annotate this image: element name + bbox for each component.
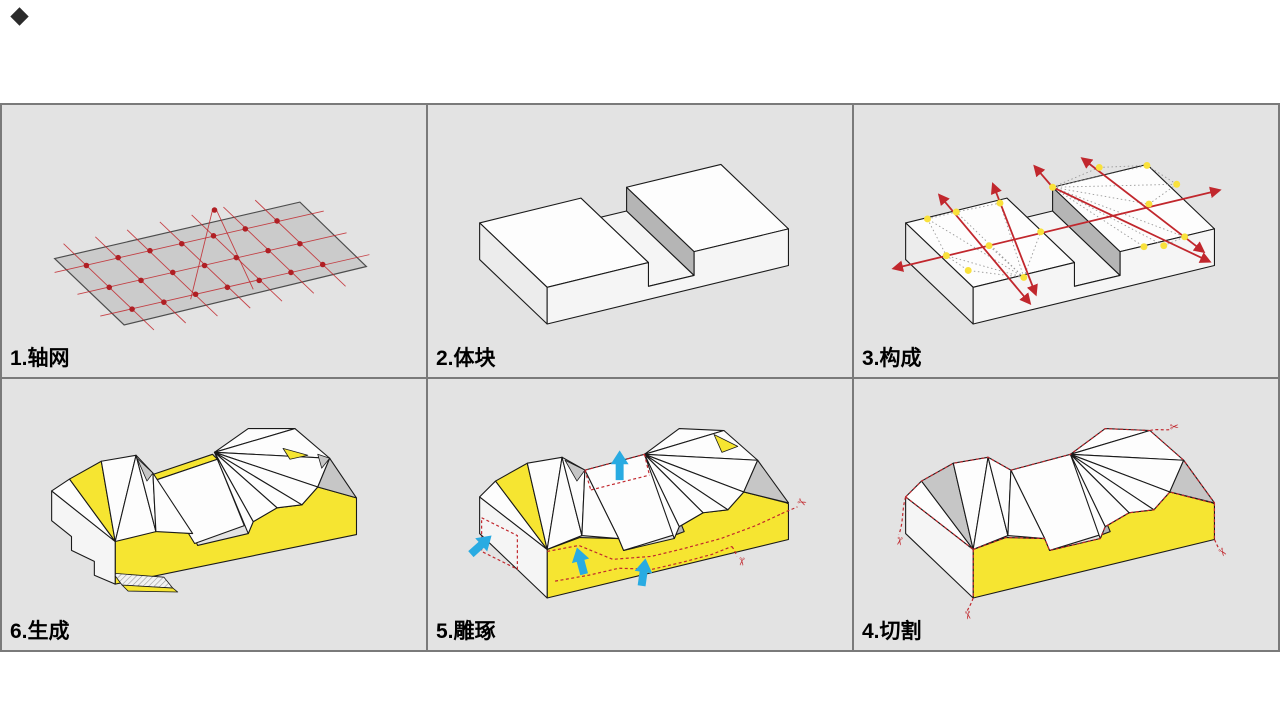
panel-4-cutting: ✂ ✂ ✂ ✂ 4.切割 (854, 378, 1278, 650)
scissors-icon: ✂ (1214, 545, 1229, 559)
bottom-margin (0, 652, 1280, 720)
generation-diagram (51, 427, 358, 592)
scissors-icon: ✂ (795, 495, 808, 510)
left-facets (905, 456, 1046, 550)
node-dots (924, 161, 1189, 281)
panel-2-massing: 2.体块 (428, 105, 852, 377)
panel-1-axis-grid: 1.轴网 (2, 105, 426, 377)
cut-guides-dashed (481, 453, 798, 582)
panel-5-carving: ✂ ✂ 5.雕琢 (428, 378, 852, 650)
scissors-icon: ✂ (734, 556, 747, 566)
push-arrows (468, 449, 653, 586)
panel-6-generation: 6.生成 (2, 378, 426, 650)
panel-label: 4.切割 (862, 620, 922, 643)
panel-label: 6.生成 (10, 620, 70, 643)
panel-3-composition: 3.构成 (854, 105, 1278, 377)
arrow-up-icon (634, 557, 653, 586)
panel-label: 2.体块 (436, 346, 496, 370)
corner-logo-mark (10, 7, 29, 26)
composition-diagram (891, 157, 1222, 325)
carving-diagram: ✂ ✂ (468, 427, 808, 599)
left-facets (479, 456, 620, 550)
cut-lines-dashed (898, 427, 1220, 611)
arrow-up-icon (610, 449, 629, 480)
panel-label: 1.轴网 (10, 346, 70, 370)
left-facets (51, 454, 194, 542)
right-facets (213, 427, 358, 534)
axis-grid-diagram (53, 199, 370, 331)
panel-label: 5.雕琢 (436, 620, 496, 643)
scissors-icon: ✂ (960, 609, 973, 620)
right-facets (643, 427, 789, 539)
right-facets (1069, 427, 1215, 539)
process-diagram-grid: 1.轴网 2.体块 (0, 103, 1280, 652)
axis-grid-nodes (83, 207, 326, 312)
massing-diagram (479, 163, 789, 325)
panel-label: 3.构成 (862, 346, 922, 370)
arrow-upright-icon (468, 535, 492, 557)
arrow-up-icon (571, 546, 590, 575)
cutting-diagram: ✂ ✂ ✂ ✂ (892, 421, 1229, 621)
scissors-icon: ✂ (892, 535, 905, 546)
scissors-icon: ✂ (1169, 421, 1179, 434)
